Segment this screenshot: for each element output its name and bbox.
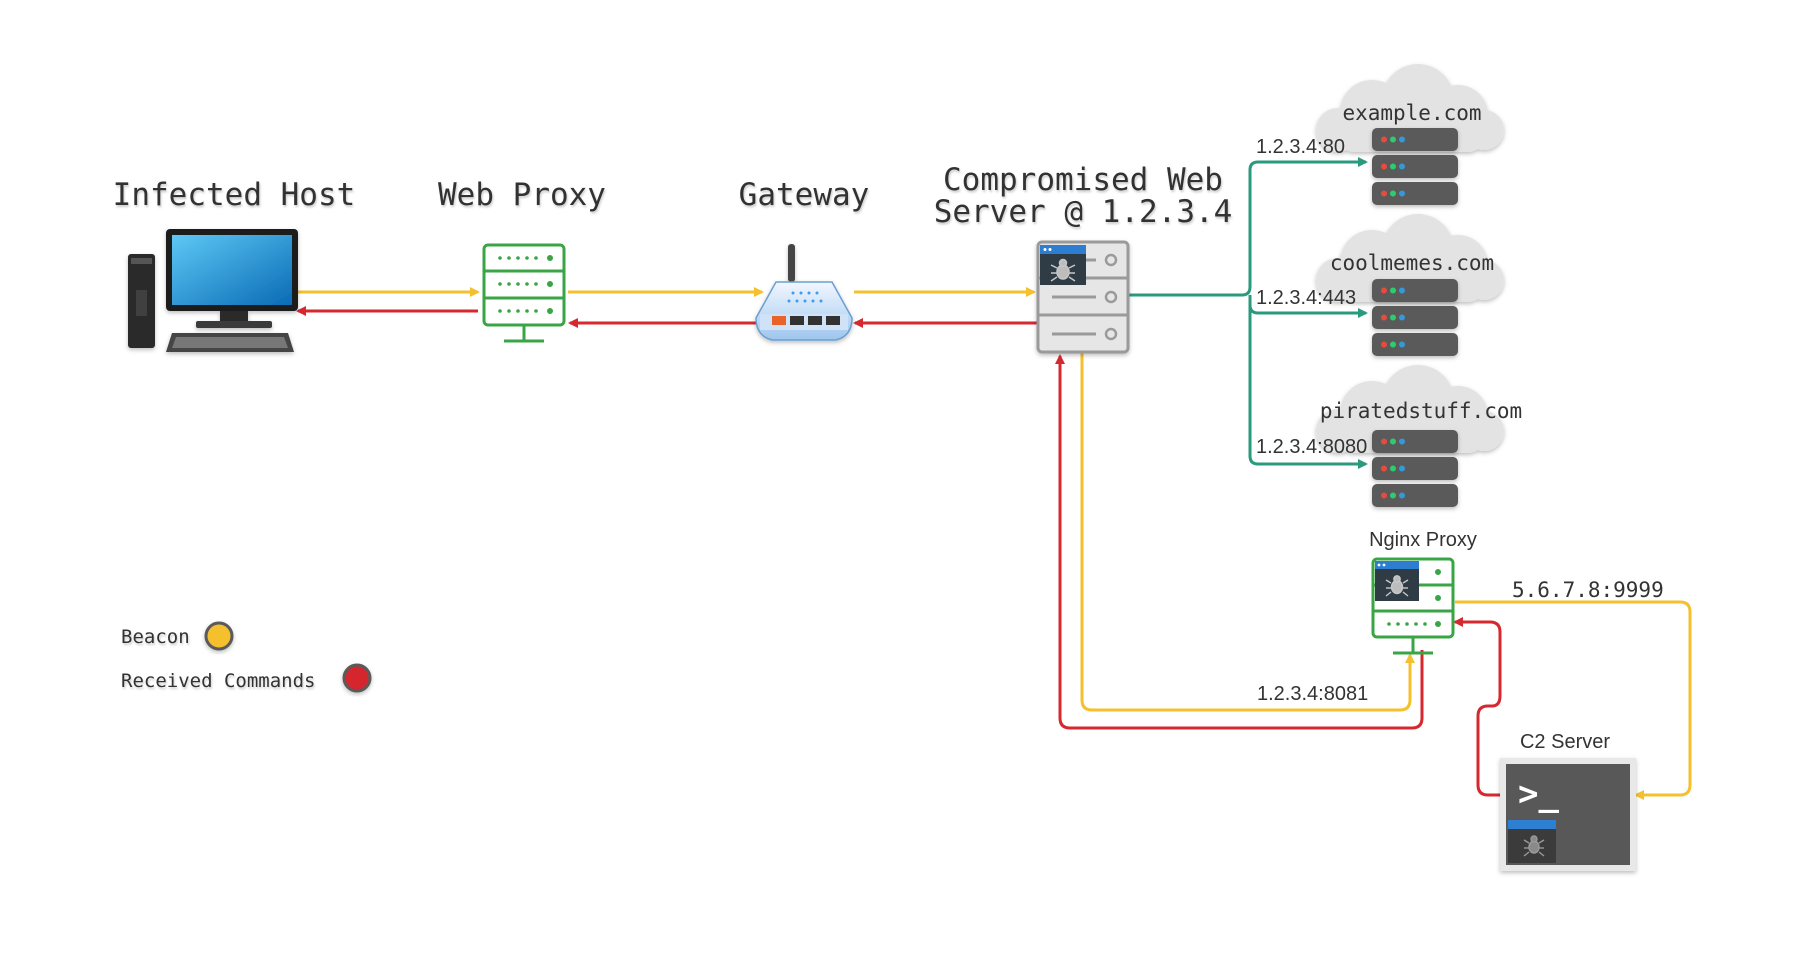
domain-example-label: example.com <box>1342 101 1481 125</box>
web-proxy-label: Web Proxy <box>438 177 606 213</box>
port-label-nginx: 1.2.3.4:8081 <box>1257 683 1368 705</box>
gateway[interactable]: Gateway <box>739 177 870 341</box>
nginx-proxy-label: Nginx Proxy <box>1369 529 1477 551</box>
legend-beacon-label: Beacon <box>121 626 190 648</box>
server-rack-icon <box>1372 128 1458 205</box>
green-server-icon <box>482 243 566 343</box>
forward-to-example <box>1128 157 1368 297</box>
port-label-coolmemes: 1.2.3.4:443 <box>1256 287 1356 309</box>
desktop-computer-icon <box>128 229 298 352</box>
domain-coolmemes-label: coolmemes.com <box>1330 251 1494 275</box>
forward-to-pirated <box>1248 305 1368 469</box>
beacon-nginx-to-c2 <box>1455 600 1692 800</box>
infected-host-label: Infected Host <box>113 177 356 213</box>
router-icon <box>755 244 853 341</box>
compromised-server[interactable]: Compromised Web Server @ 1.2.3.4 <box>934 162 1233 354</box>
legend-commands-label: Received Commands <box>121 670 315 692</box>
malware-window-icon <box>1040 245 1086 285</box>
port-label-pirated: 1.2.3.4:8080 <box>1256 436 1367 458</box>
commands-nginx-to-server <box>1055 354 1424 730</box>
port-label-c2: 5.6.7.8:9999 <box>1512 578 1664 602</box>
server-rack-icon <box>1372 430 1458 507</box>
legend: Beacon Received Commands <box>121 621 372 693</box>
domain-coolmemes[interactable]: coolmemes.com 1.2.3.4:443 <box>1256 214 1504 356</box>
beacon-server-to-nginx <box>1080 352 1415 712</box>
legend-commands-dot <box>342 663 372 693</box>
terminal-icon: >_ <box>1500 758 1636 871</box>
c2-server-label: C2 Server <box>1520 731 1610 753</box>
port-label-example: 1.2.3.4:80 <box>1256 136 1345 158</box>
web-proxy[interactable]: Web Proxy <box>438 177 606 343</box>
gateway-label: Gateway <box>739 177 870 213</box>
legend-beacon-dot <box>204 621 234 651</box>
domain-pirated-label: piratedstuff.com <box>1320 399 1522 423</box>
svg-text:>_: >_ <box>1518 774 1559 814</box>
domain-example[interactable]: example.com 1.2.3.4:80 <box>1256 64 1504 205</box>
compromised-server-label-line1: Compromised Web <box>943 162 1223 198</box>
connections <box>296 157 1692 800</box>
nginx-proxy[interactable]: Nginx Proxy <box>1257 529 1664 705</box>
commands-c2-to-nginx <box>1453 617 1502 797</box>
compromised-server-label-line2: Server @ 1.2.3.4 <box>934 194 1233 230</box>
domain-pirated[interactable]: piratedstuff.com 1.2.3.4:8080 <box>1256 365 1522 507</box>
c2-server[interactable]: C2 Server >_ <box>1500 731 1636 871</box>
malware-window-icon <box>1375 561 1419 601</box>
server-rack-icon <box>1372 279 1458 356</box>
infected-host[interactable]: Infected Host <box>113 177 356 352</box>
